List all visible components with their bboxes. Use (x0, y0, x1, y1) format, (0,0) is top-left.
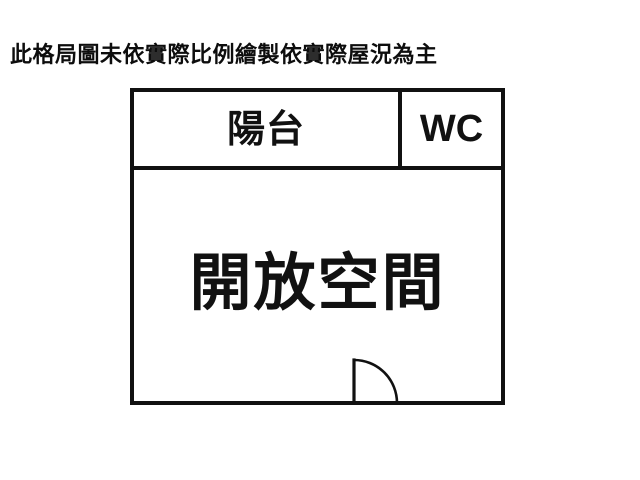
room-open-space: 開放空間 (134, 170, 501, 403)
room-label-open-space: 開放空間 (189, 246, 446, 319)
disclaimer-note: 此格局圖未依實際比例繪製依實際屋況為主 (10, 43, 438, 68)
room-label-wc: WC (419, 108, 484, 150)
floor-plan-outline: 陽台 WC 開放空間 (130, 88, 505, 405)
room-label-balcony: 陽台 (226, 107, 305, 151)
door-swing-icon (352, 357, 418, 403)
top-room-band: 陽台 WC (134, 92, 501, 170)
room-balcony: 陽台 (134, 92, 402, 166)
room-wc: WC (402, 92, 501, 166)
